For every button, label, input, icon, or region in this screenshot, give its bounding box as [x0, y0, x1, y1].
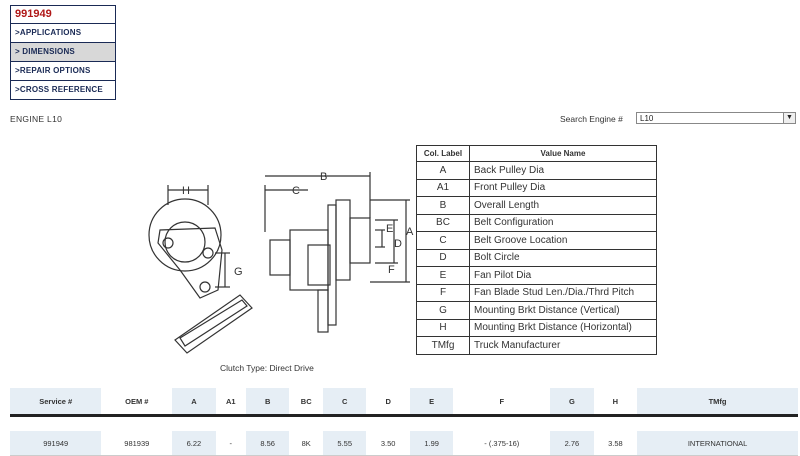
table-cell: 8.56: [245, 431, 290, 456]
legend-col-label: H: [416, 318, 470, 337]
search-engine-select[interactable]: L10 ▼: [636, 112, 796, 124]
legend-col-label: C: [416, 231, 470, 250]
column-header: F: [453, 388, 551, 417]
legend-header-value: Value Name: [469, 145, 657, 162]
dim-label-b: B: [320, 171, 327, 183]
column-header: A1: [215, 388, 246, 417]
legend-value-name: Fan Blade Stud Len./Dia./Thrd Pitch: [469, 283, 657, 302]
dim-label-g: G: [234, 266, 243, 278]
clutch-type-caption: Clutch Type: Direct Drive: [220, 363, 314, 373]
table-cell: INTERNATIONAL: [637, 431, 798, 456]
table-spacer: [10, 417, 798, 431]
table-cell: 5.55: [323, 431, 367, 456]
legend-value-name: Truck Manufacturer: [469, 336, 657, 355]
column-header: H: [593, 388, 638, 417]
search-engine-value: L10: [640, 114, 654, 123]
legend-value-name: Fan Pilot Dia: [469, 266, 657, 285]
column-header: OEM #: [101, 388, 173, 417]
table-cell: 981939: [101, 431, 173, 456]
legend-col-label: D: [416, 248, 470, 267]
dim-label-c: C: [292, 185, 300, 197]
legend-col-label: A: [416, 161, 470, 180]
table-cell: 1.99: [409, 431, 454, 456]
legend-header-label: Col. Label: [416, 145, 470, 162]
column-header: BC: [289, 388, 323, 417]
legend-col-label: F: [416, 283, 470, 302]
legend-value-name: Belt Configuration: [469, 213, 657, 232]
table-cell: 3.50: [366, 431, 410, 456]
legend-col-label: TMfg: [416, 336, 470, 355]
part-menu: 991949 >APPLICATIONS > DIMENSIONS >REPAI…: [10, 5, 116, 100]
legend-value-name: Back Pulley Dia: [469, 161, 657, 180]
column-header: TMfg: [637, 388, 798, 417]
legend-value-name: Mounting Brkt Distance (Horizontal): [469, 318, 657, 337]
dim-label-d: D: [394, 238, 402, 250]
menu-item-dimensions[interactable]: > DIMENSIONS: [11, 43, 115, 62]
table-cell: -: [215, 431, 246, 456]
legend-value-name: Overall Length: [469, 196, 657, 215]
legend-col-label: BC: [416, 213, 470, 232]
chevron-down-icon[interactable]: ▼: [783, 113, 795, 123]
table-cell: 6.22: [172, 431, 216, 456]
column-header: Service #: [10, 388, 102, 417]
menu-item-repair-options[interactable]: >REPAIR OPTIONS: [11, 62, 115, 81]
menu-item-cross-reference[interactable]: >CROSS REFERENCE: [15, 85, 103, 94]
legend-value-name: Mounting Brkt Distance (Vertical): [469, 301, 657, 320]
column-header: C: [323, 388, 367, 417]
dim-label-e: E: [386, 223, 393, 235]
legend-col-label: B: [416, 196, 470, 215]
dim-label-f: F: [388, 264, 395, 276]
table-cell: 3.58: [593, 431, 638, 456]
legend-value-name: Bolt Circle: [469, 248, 657, 267]
table-cell: - (.375-16): [453, 431, 551, 456]
legend-value-name: Front Pulley Dia: [469, 178, 657, 197]
legend-col-label: E: [416, 266, 470, 285]
menu-item-applications[interactable]: >APPLICATIONS: [11, 24, 115, 43]
column-header: E: [409, 388, 454, 417]
table-cell: 2.76: [550, 431, 594, 456]
legend-col-label: A1: [416, 178, 470, 197]
engine-label: ENGINE L10: [10, 114, 63, 124]
search-engine-label: Search Engine #: [560, 114, 623, 124]
column-header: D: [366, 388, 410, 417]
dim-label-a: A: [406, 226, 414, 238]
legend-value-name: Belt Groove Location: [469, 231, 657, 250]
table-cell: 991949: [10, 431, 102, 456]
column-header: G: [550, 388, 594, 417]
table-cell: 8K: [289, 431, 323, 456]
dim-label-h: H: [182, 185, 190, 197]
clutch-diagram: H G C B E D A F: [148, 171, 414, 354]
column-header: B: [245, 388, 290, 417]
part-number-title: 991949: [11, 6, 115, 24]
legend-col-label: G: [416, 301, 470, 320]
table-spacer-cell: [10, 417, 798, 431]
column-header: A: [172, 388, 216, 417]
